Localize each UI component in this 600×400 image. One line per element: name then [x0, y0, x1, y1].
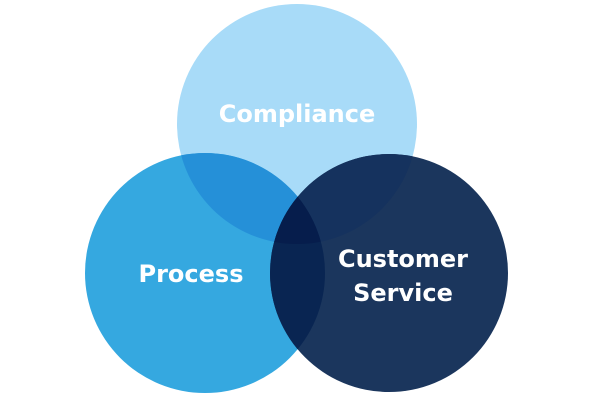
compliance-label: Compliance [219, 100, 376, 128]
process-label: Process [139, 260, 244, 288]
customer-label-line1: Customer [338, 245, 468, 273]
compliance-process-overlap [177, 153, 325, 244]
compliance-customer-overlap [270, 154, 417, 244]
customer-label-line2: Service [353, 279, 453, 307]
